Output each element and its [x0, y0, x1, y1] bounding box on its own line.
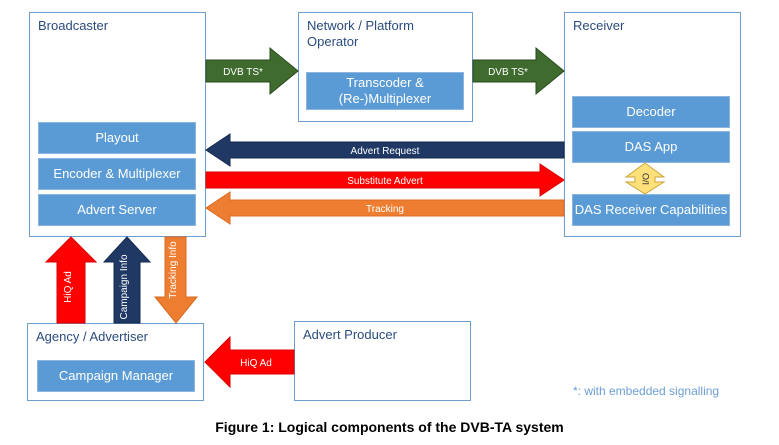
io-label: I/O — [641, 173, 651, 185]
substitute-advert-arrow: Substitute Advert — [205, 163, 565, 197]
campaign-info-label: Campaign Info — [119, 254, 130, 319]
hiq-ad-left-arrow: HiQ Ad — [204, 335, 295, 389]
tracking-info-arrow: Tracking Info — [153, 236, 199, 324]
figure-caption: Figure 1: Logical components of the DVB-… — [215, 419, 564, 435]
tracking-label: Tracking — [366, 204, 404, 215]
encoder-multiplexer-block: Encoder & Multiplexer — [38, 158, 196, 190]
agency-advertiser-title: Agency / Advertiser — [36, 329, 148, 344]
network-operator-title: Network / Platform Operator — [307, 18, 414, 49]
dvb-ts-arrow-network-to-receiver: DVB TS* — [472, 46, 565, 96]
dvb-ts-label-1: DVB TS* — [223, 67, 263, 78]
decoder-block: Decoder — [572, 96, 730, 128]
dvb-ts-label-2: DVB TS* — [488, 67, 528, 78]
transcoder-block: Transcoder & (Re-)Multiplexer — [306, 72, 464, 110]
io-double-arrow: I/O — [624, 162, 666, 195]
hiq-ad-up-arrow: HiQ Ad — [44, 236, 98, 324]
advert-request-arrow: Advert Request — [205, 133, 565, 167]
playout-block: Playout — [38, 122, 196, 154]
tracking-arrow: Tracking — [205, 191, 565, 225]
hiq-ad-left-label: HiQ Ad — [240, 358, 272, 369]
advert-producer-title: Advert Producer — [303, 327, 397, 342]
hiq-ad-up-label: HiQ Ad — [63, 271, 74, 303]
advert-producer-panel: Advert Producer — [294, 321, 471, 401]
advert-request-label: Advert Request — [351, 146, 420, 157]
dvb-ts-arrow-broadcaster-to-network: DVB TS* — [205, 46, 299, 96]
substitute-advert-label: Substitute Advert — [347, 176, 423, 187]
advert-server-block: Advert Server — [38, 194, 196, 226]
receiver-title: Receiver — [573, 18, 625, 33]
das-receiver-capabilities-block: DAS Receiver Capabilities — [572, 194, 730, 226]
tracking-info-label: Tracking Info — [168, 241, 179, 299]
das-app-block: DAS App — [572, 131, 730, 163]
campaign-manager-block: Campaign Manager — [37, 360, 195, 392]
signalling-footnote: *: with embedded signalling — [573, 384, 720, 398]
campaign-info-arrow: Campaign Info — [102, 236, 152, 324]
broadcaster-title: Broadcaster — [38, 18, 109, 33]
